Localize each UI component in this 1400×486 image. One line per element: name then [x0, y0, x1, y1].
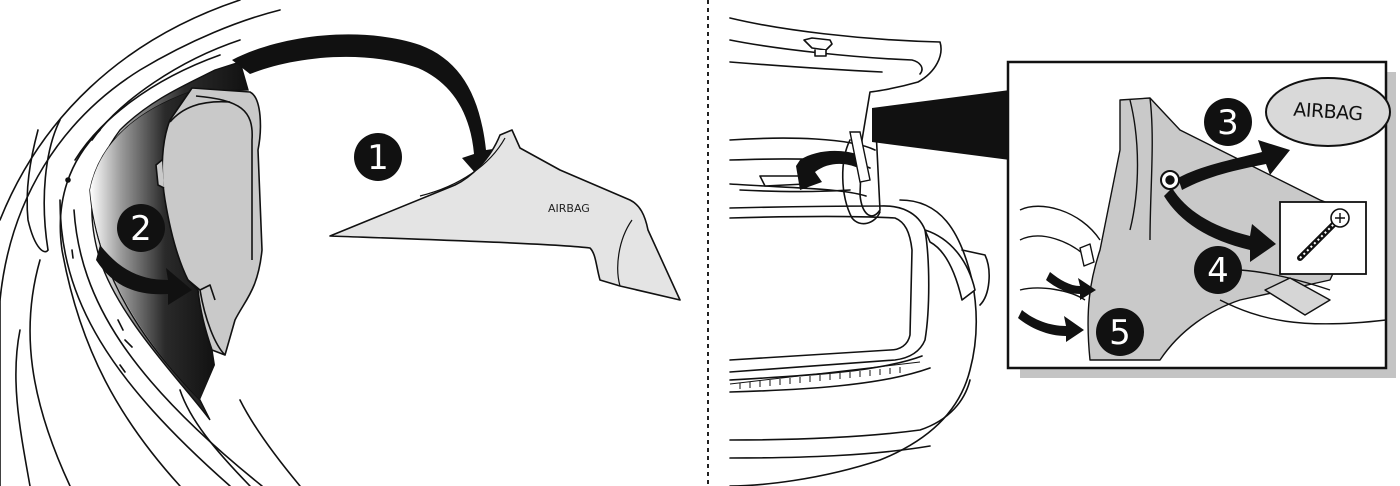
- step-badge-3: 3: [1204, 98, 1252, 146]
- zoom-connector: [872, 90, 1010, 160]
- trunk-illustration: [730, 18, 989, 486]
- screw-icon: [1280, 202, 1366, 274]
- step-number: 4: [1207, 251, 1229, 291]
- step-number: 1: [367, 138, 389, 178]
- step-number: 2: [130, 209, 152, 249]
- step-badge-5: 5: [1096, 308, 1144, 356]
- step-badge-2: 2: [117, 204, 165, 252]
- arrow-right-icon: [796, 151, 860, 190]
- step-number: 5: [1109, 313, 1131, 353]
- step-badge-1: 1: [354, 133, 402, 181]
- panel-airbag-label: AIRBAG: [548, 202, 590, 215]
- bumper-rib-strip: [730, 362, 920, 389]
- step-number: 3: [1217, 103, 1239, 143]
- step-badge-4: 4: [1194, 246, 1242, 294]
- airbag-badge-icon: AIRBAG: [1266, 78, 1390, 146]
